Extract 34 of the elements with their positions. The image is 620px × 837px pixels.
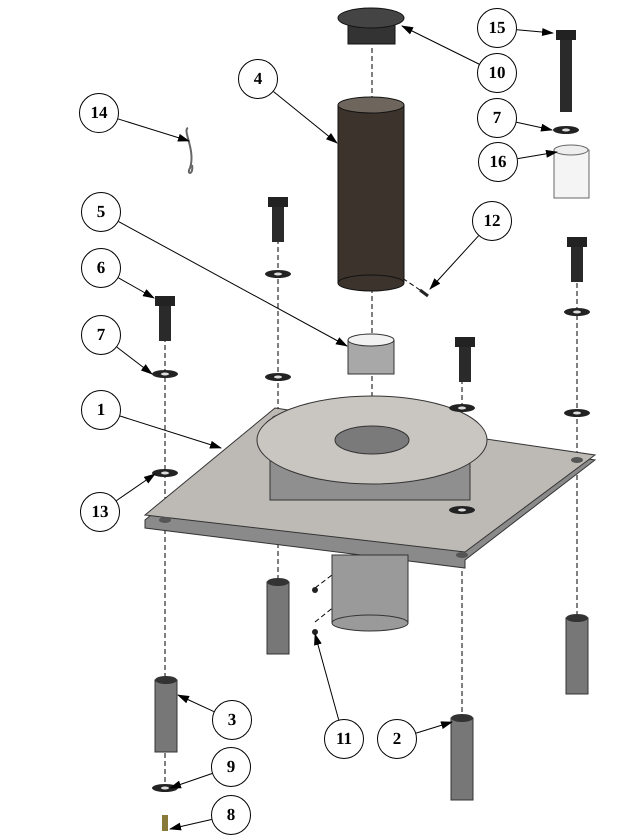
leader-line	[516, 122, 553, 132]
leader-line	[118, 277, 155, 298]
leader-line	[177, 694, 214, 712]
leader-line	[429, 235, 480, 290]
callout-number: 16	[478, 142, 518, 182]
leader-line	[116, 346, 153, 375]
callout-number: 2	[377, 719, 417, 759]
callout-number: 6	[81, 248, 121, 288]
callout-number: 4	[238, 59, 278, 99]
leader-line	[517, 150, 558, 160]
leader-line	[169, 818, 212, 830]
callout-number: 1	[81, 390, 121, 430]
leader-line	[116, 473, 156, 502]
callout-number: 7	[477, 98, 517, 138]
callout-number: 11	[324, 719, 364, 759]
callout-number: 8	[211, 795, 251, 835]
callout-number: 15	[477, 8, 517, 48]
leader-line	[118, 118, 190, 142]
callout-number: 10	[477, 53, 517, 93]
leader-line	[516, 28, 554, 36]
callout-number: 14	[79, 93, 119, 133]
callout-number: 13	[80, 492, 120, 532]
leader-line	[118, 221, 348, 346]
leader-line	[314, 633, 340, 720]
callout-number: 9	[211, 747, 251, 787]
leader-line	[401, 26, 480, 65]
leader-line	[416, 721, 453, 734]
callout-number: 5	[81, 192, 121, 232]
callout-number: 7	[81, 315, 121, 355]
callout-number: 12	[472, 201, 512, 241]
leader-line	[273, 91, 338, 144]
callout-number: 3	[212, 700, 252, 740]
leader-line	[169, 773, 213, 788]
leader-line	[120, 416, 222, 448]
